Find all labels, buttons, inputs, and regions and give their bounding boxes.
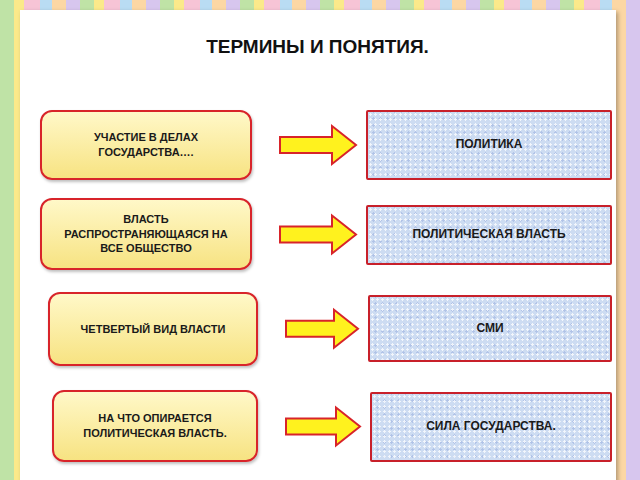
block-arrow xyxy=(280,216,356,254)
box-text: ЧЕТВЕРТЫЙ ВИД ВЛАСТИ xyxy=(81,322,226,337)
box-text: НА ЧТО ОПИРАЕТСЯ ПОЛИТИЧЕСКАЯ ВЛАСТЬ. xyxy=(64,411,246,441)
box-text: СМИ xyxy=(476,321,503,337)
definition-box: ПОЛИТИЧЕСКАЯ ВЛАСТЬ xyxy=(366,205,612,265)
definition-box: СМИ xyxy=(368,295,612,362)
term-box: НА ЧТО ОПИРАЕТСЯ ПОЛИТИЧЕСКАЯ ВЛАСТЬ. xyxy=(52,390,258,462)
box-text: УЧАСТИЕ В ДЕЛАХ ГОСУДАРСТВА…. xyxy=(52,130,240,160)
block-arrow xyxy=(286,310,358,348)
box-text: ПОЛИТИЧЕСКАЯ ВЛАСТЬ xyxy=(412,227,565,243)
box-text: СИЛА ГОСУДАРСТВА. xyxy=(426,419,556,435)
term-box: ВЛАСТЬ РАСПРОСТРАНЯЮЩАЯСЯ НА ВСЕ ОБЩЕСТВ… xyxy=(40,198,252,270)
block-arrow xyxy=(286,408,360,446)
term-box: УЧАСТИЕ В ДЕЛАХ ГОСУДАРСТВА…. xyxy=(40,110,252,180)
block-arrow xyxy=(280,126,356,164)
box-text: ПОЛИТИКА xyxy=(456,137,523,153)
white-panel xyxy=(20,10,616,480)
diagram-title: ТЕРМИНЫ И ПОНЯТИЯ. xyxy=(20,36,615,58)
term-box: ЧЕТВЕРТЫЙ ВИД ВЛАСТИ xyxy=(48,292,258,366)
box-text: ВЛАСТЬ РАСПРОСТРАНЯЮЩАЯСЯ НА ВСЕ ОБЩЕСТВ… xyxy=(52,212,240,257)
definition-box: СИЛА ГОСУДАРСТВА. xyxy=(370,392,612,462)
definition-box: ПОЛИТИКА xyxy=(366,110,612,180)
